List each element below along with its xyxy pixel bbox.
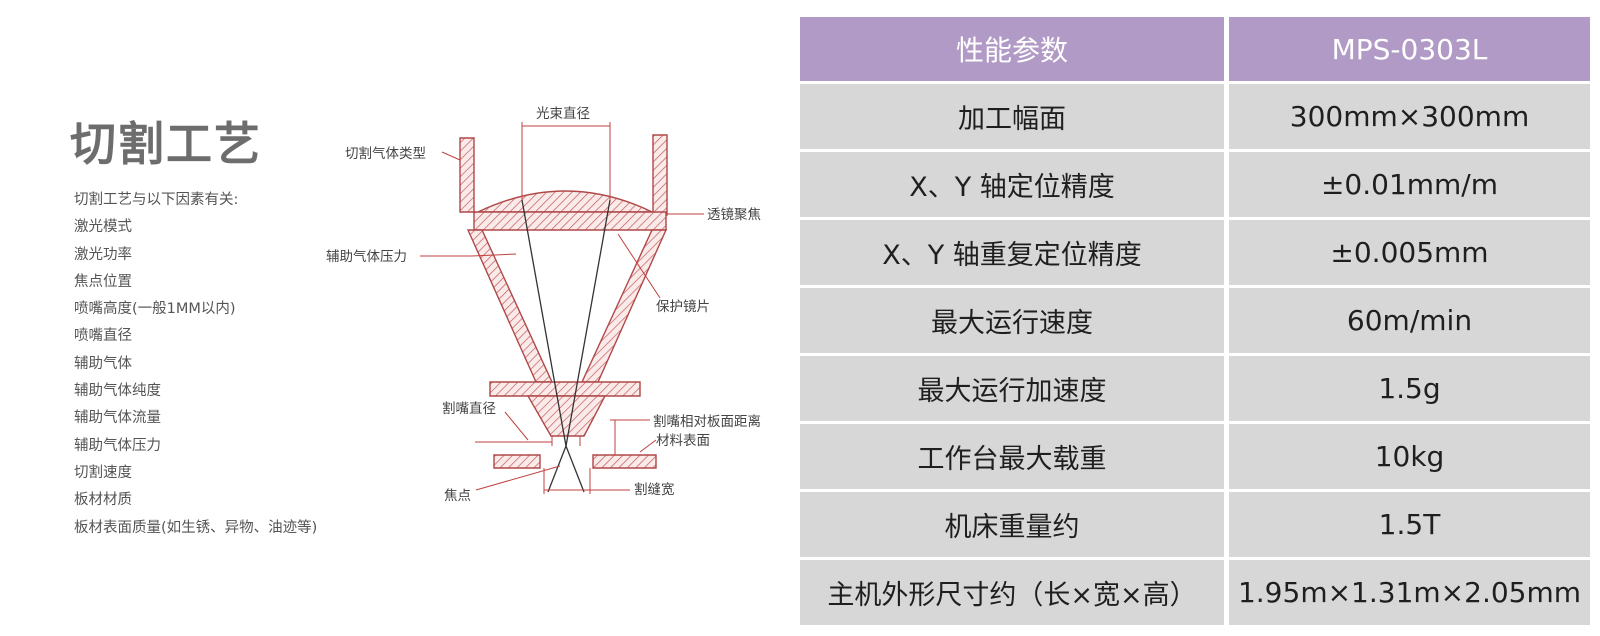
cone-left-wall xyxy=(466,229,554,383)
spec-table: 性能参数 MPS-0303L 加工幅面 300mm×300mm X、Y 轴定位精… xyxy=(795,14,1595,628)
material-surface-leader xyxy=(639,439,657,453)
factor-list: 切割工艺与以下因素有关: 激光模式 激光功率 焦点位置 喷嘴高度(一般1MM以内… xyxy=(74,187,317,542)
factor-item: 喷嘴直径 xyxy=(74,328,132,345)
factor-item: 辅助气体 xyxy=(74,355,132,372)
focusing-lens xyxy=(477,190,653,213)
lens-holder-right-wall xyxy=(652,134,668,216)
laser-nozzle-diagram: 光束直径 切割气体类型 透镜聚焦 辅助气体压力 保护镜片 割嘴直径 割嘴相对板面… xyxy=(326,106,761,504)
pressure-leader-b xyxy=(471,253,517,257)
workpiece-left xyxy=(493,454,541,469)
row-value: 1.5g xyxy=(1229,356,1590,421)
row-label: 最大运行速度 xyxy=(800,288,1224,353)
header-model: MPS-0303L xyxy=(1229,17,1590,81)
table-row: 加工幅面 300mm×300mm xyxy=(800,84,1590,149)
factor-item: 辅助气体流量 xyxy=(74,410,161,427)
row-label: 加工幅面 xyxy=(800,84,1224,149)
row-value: 1.95m×1.31m×2.05mm xyxy=(1229,560,1590,625)
table-header-row: 性能参数 MPS-0303L xyxy=(800,17,1590,81)
beam-diverge-right xyxy=(565,445,585,493)
row-value: ±0.005mm xyxy=(1229,220,1590,285)
material-surface-label: 材料表面 xyxy=(656,433,710,449)
lens-holder-left-wall xyxy=(459,137,475,213)
table-row: 机床重量约 1.5T xyxy=(800,492,1590,557)
row-value: 60m/min xyxy=(1229,288,1590,353)
row-label: X、Y 轴定位精度 xyxy=(800,152,1224,217)
table-row: 工作台最大载重 10kg xyxy=(800,424,1590,489)
factor-item: 切割速度 xyxy=(74,464,132,481)
lens-label: 透镜聚焦 xyxy=(707,207,761,223)
row-value: 300mm×300mm xyxy=(1229,84,1590,149)
header-parameter: 性能参数 xyxy=(800,17,1224,81)
beam-left-edge xyxy=(521,199,567,447)
cone-right-wall xyxy=(580,229,668,383)
protective-lens-label: 保护镜片 xyxy=(656,299,710,315)
row-label: 最大运行加速度 xyxy=(800,356,1224,421)
nozzle-distance-label: 割嘴相对板面距离 xyxy=(653,413,761,430)
nozzle-diameter-leader xyxy=(504,411,529,441)
lens-mount xyxy=(473,211,667,231)
spec-table-container: 性能参数 MPS-0303L 加工幅面 300mm×300mm X、Y 轴定位精… xyxy=(800,14,1600,636)
factor-item: 激光功率 xyxy=(74,246,132,263)
kerf-width-label: 割缝宽 xyxy=(634,481,675,498)
row-label: 工作台最大载重 xyxy=(800,424,1224,489)
section-title: 切割工艺 xyxy=(70,117,262,171)
factor-item: 焦点位置 xyxy=(74,273,132,290)
factor-item: 板材表面质量(如生锈、异物、油迹等) xyxy=(74,519,318,536)
workpiece-right xyxy=(592,454,657,469)
row-value: 10kg xyxy=(1229,424,1590,489)
pressure-label: 辅助气体压力 xyxy=(326,249,407,265)
nozzle-tip xyxy=(526,395,607,437)
factor-item: 激光模式 xyxy=(74,219,132,236)
row-value: ±0.01mm/m xyxy=(1229,152,1590,217)
table-row: 最大运行加速度 1.5g xyxy=(800,356,1590,421)
factor-item: 辅助气体纯度 xyxy=(74,383,161,400)
row-label: 主机外形尺寸约（长×宽×高） xyxy=(800,560,1224,625)
table-row: X、Y 轴定位精度 ±0.01mm/m xyxy=(800,152,1590,217)
table-row: 主机外形尺寸约（长×宽×高） 1.95m×1.31m×2.05mm xyxy=(800,560,1590,625)
factor-item: 辅助气体压力 xyxy=(74,437,161,454)
focal-point-label: 焦点 xyxy=(444,488,471,504)
focal-point-leader xyxy=(475,465,561,491)
factor-item: 板材材质 xyxy=(74,492,132,509)
nozzle-diameter-label: 割嘴直径 xyxy=(442,400,496,417)
row-value: 1.5T xyxy=(1229,492,1590,557)
factor-intro: 切割工艺与以下因素有关: xyxy=(74,192,239,208)
factor-item: 喷嘴高度(一般1MM以内) xyxy=(74,301,236,318)
row-label: X、Y 轴重复定位精度 xyxy=(800,220,1224,285)
protective-lens-leader xyxy=(617,233,661,299)
beam-right-edge xyxy=(565,199,611,447)
beam-diverge-left xyxy=(547,445,567,493)
gas-type-leader xyxy=(441,151,461,161)
table-row: X、Y 轴重复定位精度 ±0.005mm xyxy=(800,220,1590,285)
gas-type-label: 切割气体类型 xyxy=(345,145,426,162)
nozzle-flange xyxy=(489,381,641,397)
beam-diameter-label: 光束直径 xyxy=(536,106,590,122)
row-label: 机床重量约 xyxy=(800,492,1224,557)
table-row: 最大运行速度 60m/min xyxy=(800,288,1590,353)
